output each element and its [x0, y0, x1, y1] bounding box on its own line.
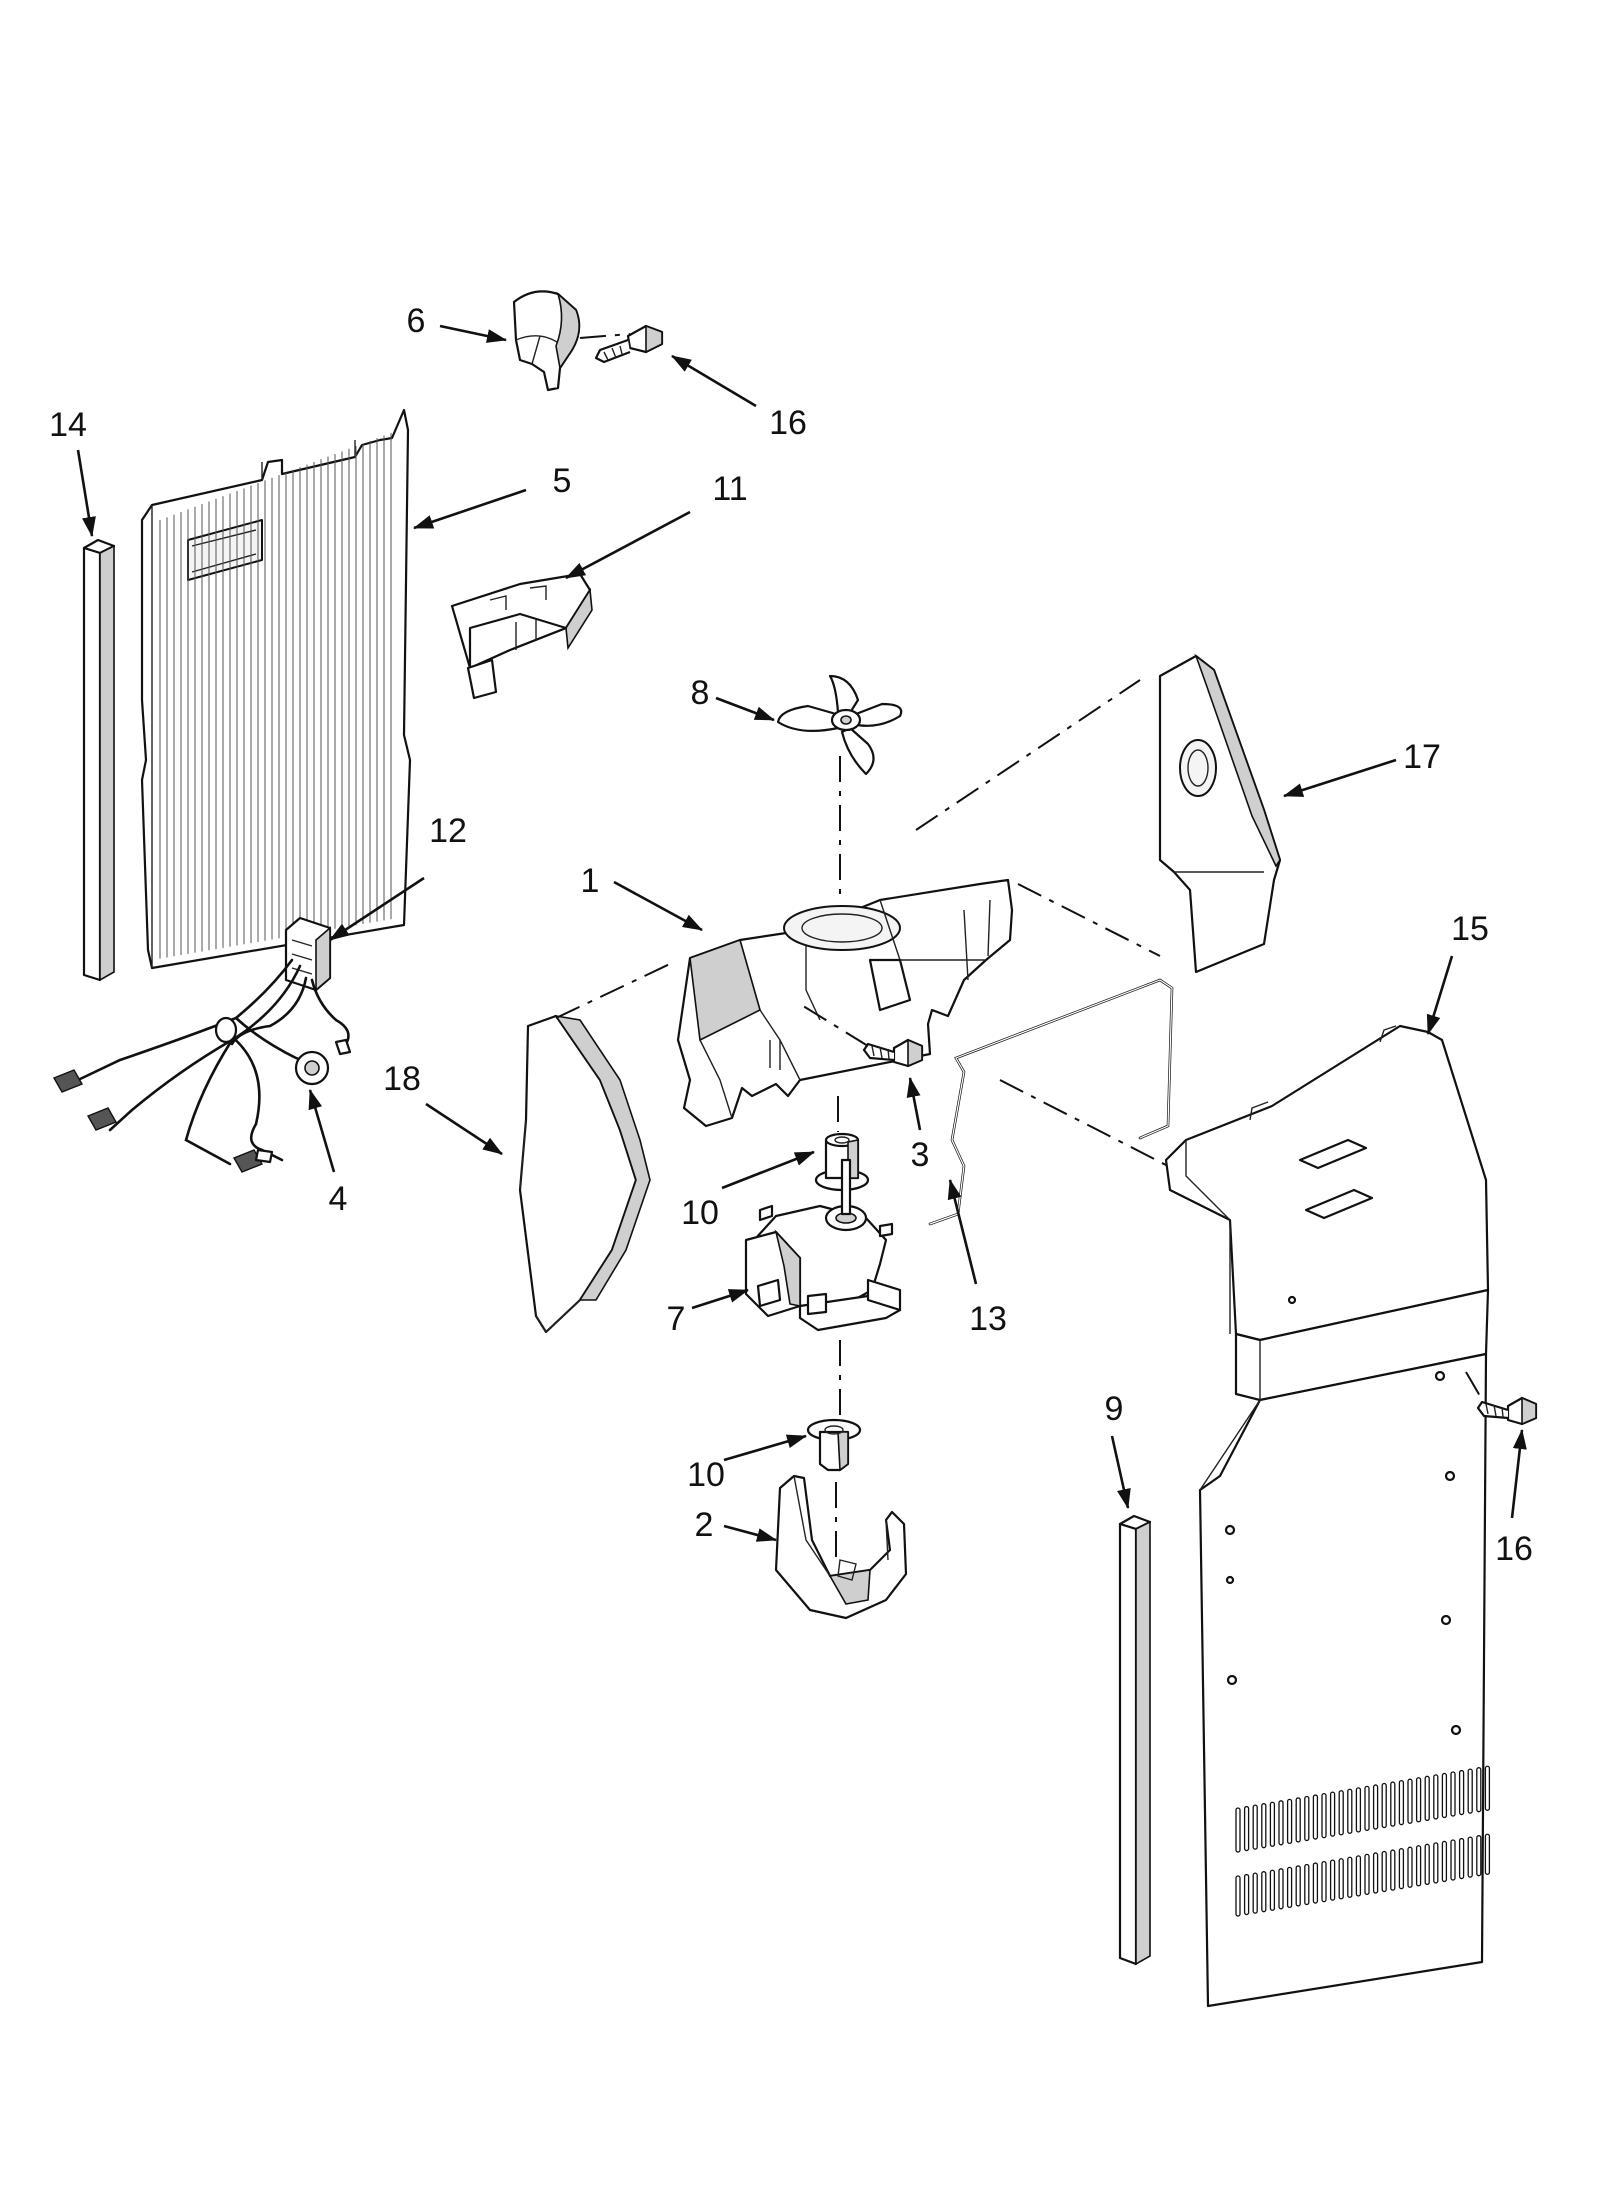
callout-18: 18 — [383, 1060, 421, 1098]
part-8-fan-blade — [776, 674, 903, 776]
part-7-fan-motor — [744, 1158, 902, 1332]
callout-13: 13 — [969, 1300, 1007, 1338]
leader-3 — [906, 1077, 922, 1131]
callout-1: 1 — [581, 862, 600, 900]
part-12-wire-harness — [52, 916, 352, 1173]
callout-11: 11 — [712, 470, 747, 508]
leader-1 — [613, 880, 703, 932]
callout-5: 5 — [553, 462, 572, 500]
part-9-seal-strip — [1118, 1514, 1152, 1966]
callout-16-right: 16 — [1495, 1530, 1533, 1568]
callout-7: 7 — [667, 1300, 686, 1338]
callout-14: 14 — [49, 406, 87, 444]
leader-14 — [76, 449, 96, 537]
callout-4: 4 — [329, 1180, 348, 1218]
part-17-side-panel-right — [1158, 653, 1282, 974]
callout-10-upper: 10 — [681, 1194, 719, 1232]
part-15-duct-cover — [1164, 1024, 1491, 2008]
callout-2: 2 — [695, 1506, 714, 1544]
leader-8 — [715, 696, 775, 722]
assembly-guide-lines — [555, 333, 1481, 1560]
leader-11 — [565, 510, 691, 580]
part-16-screw-top — [594, 324, 664, 364]
leader-2 — [723, 1524, 777, 1542]
leader-6 — [439, 324, 507, 343]
callout-9: 9 — [1105, 1390, 1124, 1428]
leader-15 — [1426, 955, 1454, 1035]
leader-18 — [425, 1102, 503, 1156]
part-5-evaporator-cover — [140, 408, 412, 970]
callout-16-top: 16 — [769, 404, 807, 442]
callout-3: 3 — [911, 1136, 930, 1174]
leader-17 — [1283, 758, 1397, 798]
callout-8: 8 — [691, 674, 710, 712]
callout-6: 6 — [407, 302, 426, 340]
leader-10-lower — [723, 1434, 807, 1462]
part-6-damper-cover — [512, 290, 581, 392]
part-1-fan-shroud — [676, 878, 1014, 1128]
callout-17: 17 — [1403, 738, 1441, 776]
part-18-side-panel-left — [518, 1014, 651, 1334]
part-14-seal-strip — [82, 538, 116, 982]
part-2-motor-bracket — [774, 1474, 908, 1620]
leader-16-top — [671, 354, 757, 408]
callout-15: 15 — [1451, 910, 1489, 948]
leader-10-upper — [721, 1150, 815, 1190]
part-11-bracket — [450, 572, 593, 700]
part-10-grommet-lower — [806, 1418, 862, 1472]
part-13-wire-bracket — [928, 978, 1174, 1226]
leader-5 — [413, 488, 527, 530]
callout-10-lower: 10 — [687, 1456, 725, 1494]
leader-12 — [329, 876, 425, 942]
leader-16-right — [1510, 1429, 1527, 1519]
part-3-screw — [862, 1038, 924, 1068]
leader-13 — [947, 1179, 978, 1285]
leader-7 — [691, 1288, 749, 1310]
leader-4 — [308, 1089, 336, 1173]
leader-9 — [1110, 1435, 1131, 1509]
leader-arrows — [76, 324, 1527, 1542]
callout-labels: 1 2 3 4 5 6 7 8 9 10 10 11 12 13 14 15 1… — [49, 302, 1533, 1568]
part-16-screw-right — [1476, 1396, 1538, 1426]
callout-12: 12 — [429, 812, 467, 850]
